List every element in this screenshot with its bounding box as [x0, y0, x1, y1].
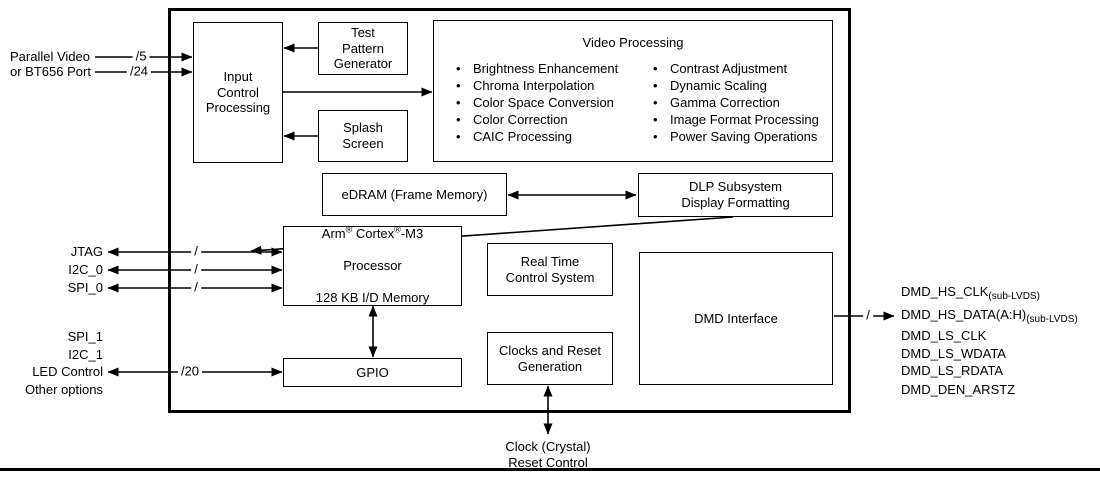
block-test-pattern-generator: Test Pattern Generator [318, 22, 408, 75]
block-edram: eDRAM (Frame Memory) [322, 173, 507, 216]
block-clocks-reset: Clocks and Reset Generation [487, 332, 613, 385]
vp-item: Dynamic Scaling [651, 77, 819, 94]
vp-item: Gamma Correction [651, 94, 819, 111]
block-dlp-subsystem: DLP Subsystem Display Formatting [638, 173, 833, 217]
arm-line1: Arm® Cortex®-M3 [321, 225, 424, 242]
video-processing-list-left: Brightness Enhancement Chroma Interpolat… [454, 60, 618, 145]
vp-item: Power Saving Operations [651, 128, 819, 145]
block-real-time-control: Real Time Control System [487, 243, 613, 296]
bus-width-5: /5 [132, 48, 150, 64]
vp-item: Contrast Adjustment [651, 60, 819, 77]
label-dmd-hs-clk: DMD_HS_CLK(sub-LVDS) [901, 284, 1040, 302]
block-video-processing: Video Processing Brightness Enhancement … [433, 20, 833, 162]
label-dmd-ls-wdata: DMD_LS_WDATA [901, 346, 1006, 361]
label-reset-control: Reset Control [508, 455, 588, 470]
vp-item: Chroma Interpolation [454, 77, 618, 94]
vp-item: Color Correction [454, 111, 618, 128]
arm-line3: 128 KB I/D Memory [315, 289, 430, 305]
video-processing-title: Video Processing [582, 35, 684, 50]
bus-slash-i2c0: / [191, 261, 201, 277]
sub-lvds-note: (sub-LVDS) [1026, 314, 1078, 325]
bus-slash-dmd: / [863, 307, 873, 323]
label-jtag: JTAG [70, 244, 103, 259]
label-dmd-ls-clk: DMD_LS_CLK [901, 328, 987, 343]
label-dmd-ls-rdata: DMD_LS_RDATA [901, 363, 1004, 378]
vp-item: Brightness Enhancement [454, 60, 618, 77]
page-divider-rule [0, 468, 1100, 471]
bus-slash-spi0: / [191, 279, 201, 295]
label-led-control: LED Control [32, 364, 103, 379]
registered-mark: ® [394, 225, 401, 236]
vp-item: CAIC Processing [454, 128, 618, 145]
bus-slash-jtag: / [191, 243, 201, 259]
label-other-options: Other options [24, 382, 103, 397]
bus-width-24: /24 [126, 63, 152, 79]
label-parallel-video: Parallel Video [10, 49, 90, 64]
sub-lvds-note: (sub-LVDS) [988, 291, 1040, 302]
vp-item: Image Format Processing [651, 111, 819, 128]
label-i2c0: I2C_0 [68, 262, 103, 277]
label-clock-crystal: Clock (Crystal) [505, 439, 591, 454]
video-processing-list-right: Contrast Adjustment Dynamic Scaling Gamm… [651, 60, 819, 145]
block-arm-cortex-m3: Arm® Cortex®-M3 Processor 128 KB I/D Mem… [283, 226, 462, 306]
label-bt656-port: or BT656 Port [10, 64, 91, 79]
vp-item: Color Space Conversion [454, 94, 618, 111]
arm-line2: Processor [343, 258, 402, 274]
block-input-control-processing: Input Control Processing [193, 22, 283, 163]
label-spi1: SPI_1 [67, 329, 103, 344]
block-splash-screen: Splash Screen [318, 110, 408, 162]
block-dmd-interface: DMD Interface [639, 252, 833, 385]
block-gpio: GPIO [283, 358, 462, 387]
label-spi0: SPI_0 [67, 280, 103, 295]
label-dmd-hs-data: DMD_HS_DATA(A:H)(sub-LVDS) [901, 307, 1078, 325]
registered-mark: ® [345, 225, 353, 236]
label-i2c1: I2C_1 [68, 347, 103, 362]
bus-width-20: /20 [177, 363, 203, 379]
chip-outline [168, 8, 851, 413]
label-dmd-den-arstz: DMD_DEN_ARSTZ [901, 382, 1016, 397]
